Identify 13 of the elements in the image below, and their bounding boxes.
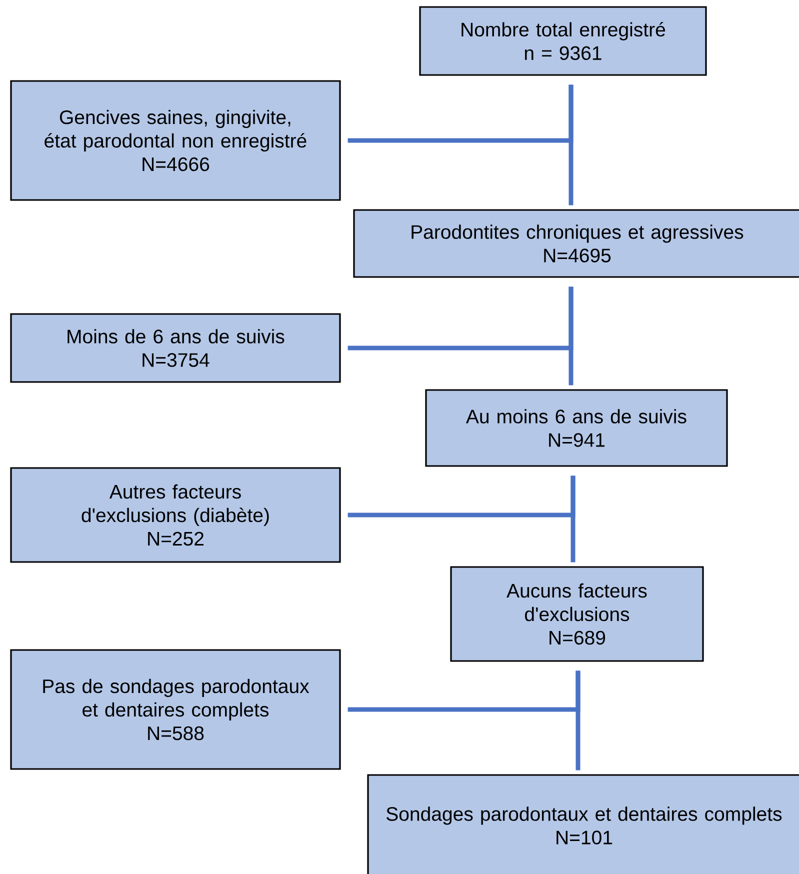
flow-box: Nombre total enregistré n = 9361 <box>419 6 707 76</box>
flow-box: Sondages parodontaux et dentaires complets N=101 <box>367 774 799 874</box>
connector-line <box>570 476 576 562</box>
flow-box: Gencives saines, gingivite, état parodontal non enregistré N=4666 <box>10 80 341 201</box>
connector-line <box>576 670 580 770</box>
flow-box: Pas de sondages parodontaux et dentaires complets N=588 <box>10 649 341 770</box>
connector-line <box>568 286 574 386</box>
flow-box: Autres facteurs d'exclusions (diabète) N=252 <box>10 467 341 563</box>
flow-box: Parodontites chroniques et agressives N=4695 <box>353 209 799 278</box>
flow-box: Au moins 6 ans de suivis N=941 <box>425 389 728 467</box>
connector-line <box>568 84 574 206</box>
flow-box: Aucuns facteurs d'exclusions N=689 <box>450 566 704 662</box>
flow-box: Moins de 6 ans de suivis N=3754 <box>10 313 341 383</box>
